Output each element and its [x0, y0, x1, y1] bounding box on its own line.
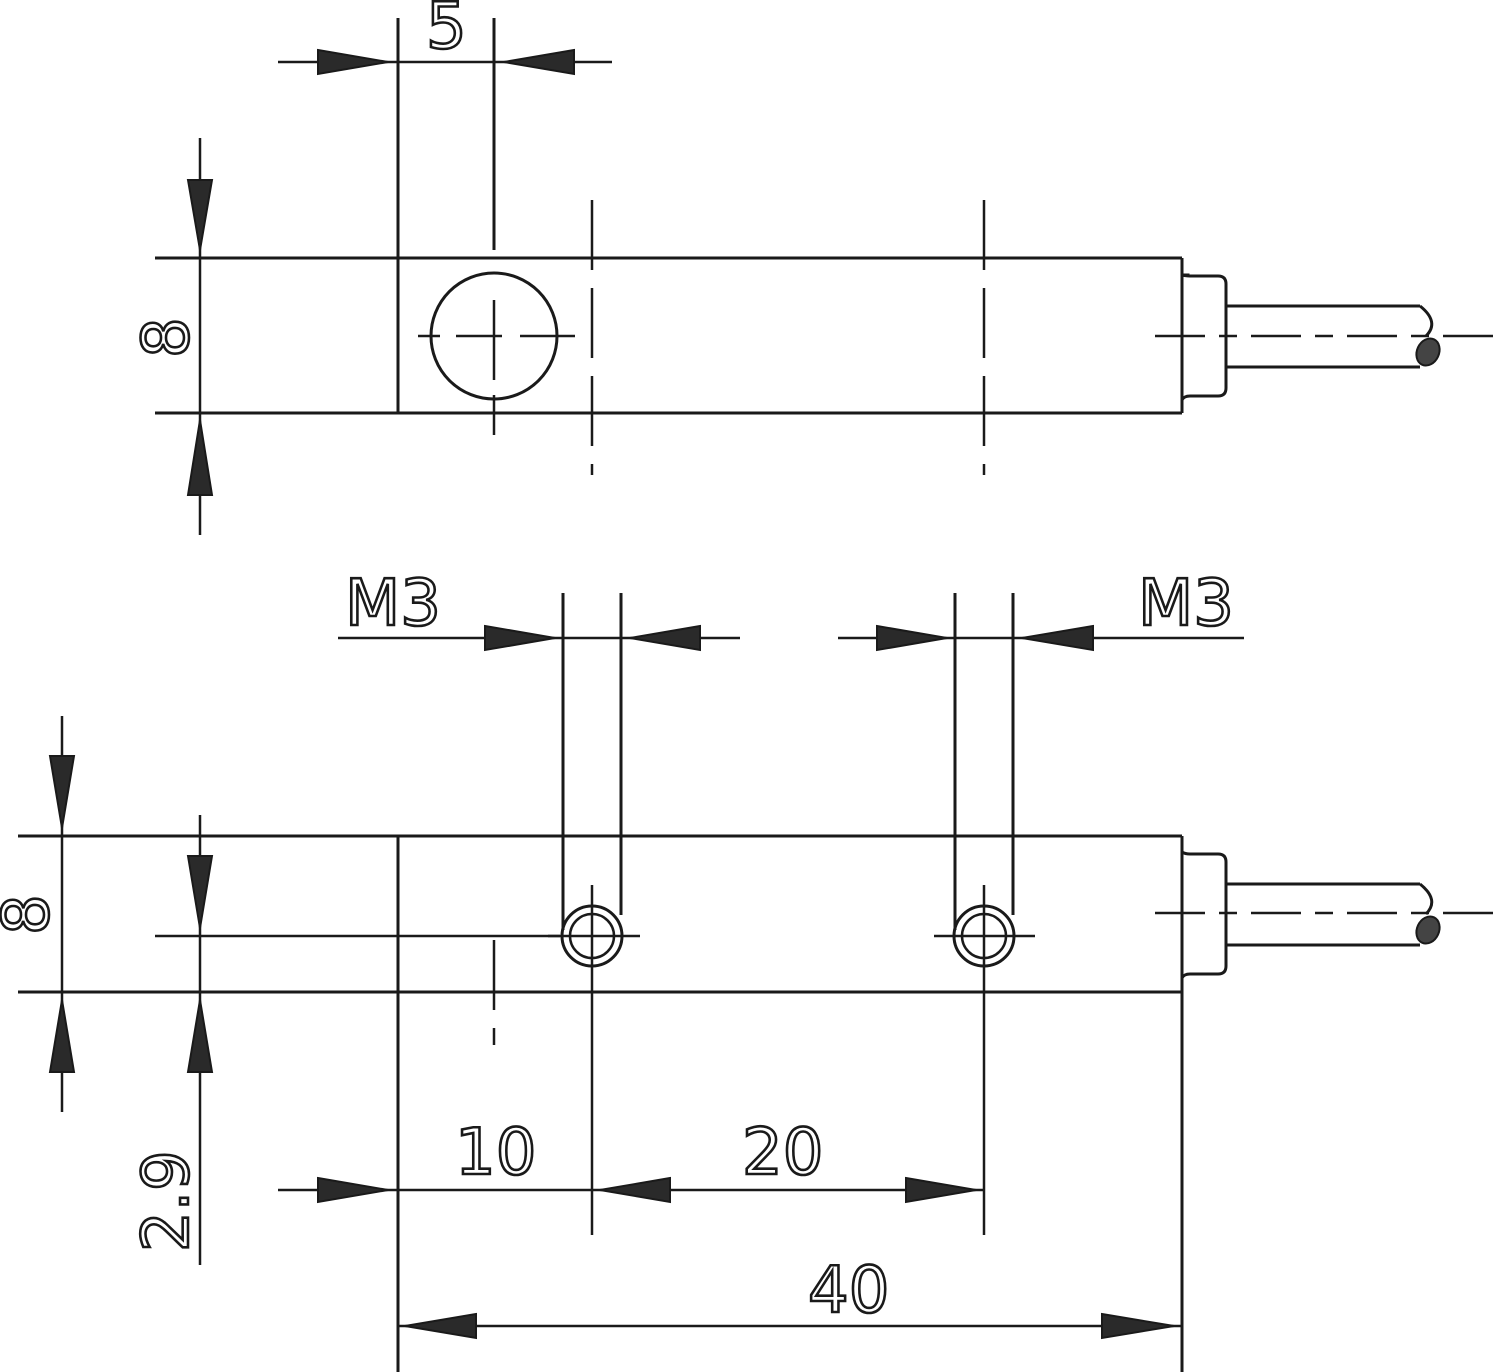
dim-2-9-label: 2.9: [130, 1150, 204, 1252]
top-view: 5 8: [129, 0, 1500, 535]
top-round-hole: [418, 18, 575, 435]
dim-8-top-label: 8: [130, 317, 204, 358]
dim-20-label: 20: [742, 1116, 823, 1190]
dim-8-bottom-label: 8: [0, 894, 64, 935]
top-body: [155, 18, 1500, 415]
threaded-hole-right: [934, 593, 1035, 1235]
bottom-body: [18, 834, 1500, 1372]
dim-10-20: 10 20: [278, 1115, 984, 1204]
top-hidden-hole-lines: [590, 200, 986, 475]
dim-40: 40: [398, 1253, 1182, 1340]
dim-8-bottom: 8: [0, 716, 76, 1112]
dim-5: 5: [278, 0, 612, 76]
threaded-hole-left: [548, 593, 640, 1235]
dim-m3-left: M3: [338, 566, 740, 652]
dim-2-9: 2.9: [129, 815, 214, 1265]
dim-8-top: 8: [129, 138, 214, 535]
dim-m3-left-label: M3: [345, 567, 441, 641]
dim-m3-right: M3: [838, 566, 1244, 652]
dim-10-label: 10: [455, 1116, 536, 1190]
bottom-view: M3 M3 8 2.9 10 2: [0, 566, 1500, 1372]
dim-m3-right-label: M3: [1138, 567, 1234, 641]
dim-5-label: 5: [426, 0, 467, 64]
dim-40-label: 40: [808, 1254, 889, 1328]
